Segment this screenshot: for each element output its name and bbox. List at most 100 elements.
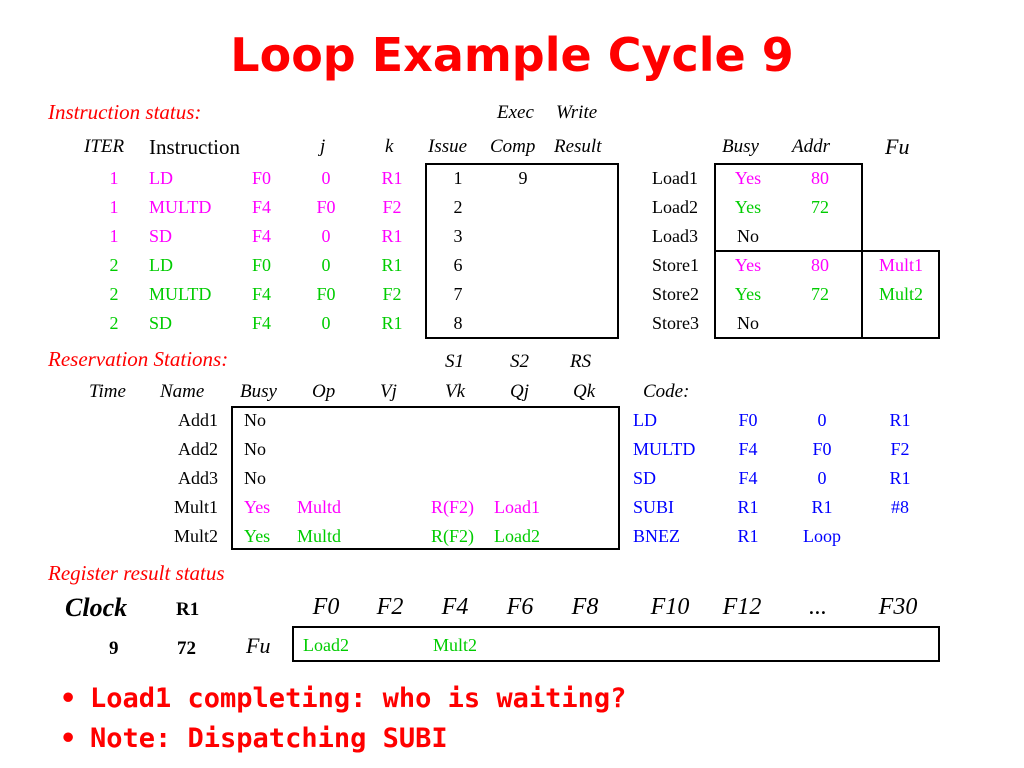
issue-cell: 2 — [453, 197, 463, 217]
rs-vk: R(F2) — [431, 497, 475, 517]
k-cell: F2 — [382, 197, 402, 217]
rs-op: Multd — [297, 497, 342, 517]
code-arg1: F0 — [738, 410, 758, 430]
bullet-item: •Load1 completing: who is waiting? — [60, 683, 627, 714]
code-arg2: Loop — [803, 526, 841, 546]
buffer-addr: 80 — [811, 255, 829, 275]
register-status-box — [292, 626, 940, 662]
rs-busy: Yes — [244, 526, 271, 546]
header-vj: Vj — [380, 381, 397, 402]
clock-value: 9 — [109, 638, 119, 659]
register-value: Load2 — [303, 635, 349, 655]
issue-cell: 6 — [453, 255, 463, 275]
dest-cell: F0 — [252, 168, 272, 188]
buffer-name: Load3 — [652, 226, 698, 246]
comp-cell: 9 — [518, 168, 528, 188]
j-cell: 0 — [321, 226, 331, 246]
dest-cell: F4 — [252, 226, 272, 246]
code-arg2: 0 — [817, 410, 827, 430]
op-cell: SD — [149, 226, 173, 246]
register-value: Mult2 — [432, 635, 477, 655]
j-cell: F0 — [316, 197, 336, 217]
buffer-busy: No — [737, 226, 759, 246]
rs-busy: No — [244, 410, 266, 430]
code-arg3: #8 — [891, 497, 909, 517]
rs-qj: Load2 — [494, 526, 540, 546]
rs-busy: No — [244, 439, 266, 459]
register-header: F6 — [506, 594, 534, 620]
buffer-fu: Mult2 — [878, 284, 923, 304]
dest-cell: F4 — [252, 284, 272, 304]
iter-cell: 1 — [109, 197, 119, 217]
issue-cell: 1 — [453, 168, 463, 188]
header-time: Time — [89, 381, 126, 402]
j-cell: F0 — [316, 284, 336, 304]
rs-busy: Yes — [244, 497, 271, 517]
iter-cell: 1 — [109, 226, 119, 246]
rs-name: Add1 — [178, 410, 218, 430]
clock-label: Clock — [65, 593, 128, 622]
r1-value: 72 — [177, 638, 196, 659]
buffer-name: Load2 — [652, 197, 698, 217]
j-cell: 0 — [321, 168, 331, 188]
rs-busy: No — [244, 468, 266, 488]
iter-cell: 2 — [109, 313, 119, 333]
rs-name: Add3 — [178, 468, 218, 488]
header-s1: S1 — [445, 351, 464, 372]
header-vk: Vk — [445, 381, 466, 402]
code-arg2: 0 — [817, 468, 827, 488]
buffer-busy: Yes — [734, 255, 762, 275]
j-cell: 0 — [321, 313, 331, 333]
header-rs: RS — [570, 351, 592, 372]
code-arg3: R1 — [889, 468, 911, 488]
register-header: F30 — [878, 594, 918, 620]
code-op: BNEZ — [633, 526, 680, 546]
code-arg2: F0 — [812, 439, 832, 459]
instruction-status-box — [425, 163, 619, 339]
buffer-addr: 72 — [811, 197, 829, 217]
buffer-name: Store2 — [652, 284, 699, 304]
buffer-busy: Yes — [734, 284, 762, 304]
op-cell: MULTD — [149, 197, 212, 217]
r1-label: R1 — [176, 599, 200, 620]
rs-name: Mult1 — [173, 497, 218, 517]
rs-name: Mult2 — [173, 526, 218, 546]
iter-cell: 2 — [109, 284, 119, 304]
bullet-text: Note: Dispatching SUBI — [90, 723, 448, 754]
header-k: k — [385, 136, 394, 157]
write-label: Write — [556, 102, 598, 123]
buffer-name: Load1 — [652, 168, 698, 188]
k-cell: R1 — [381, 226, 403, 246]
op-cell: LD — [149, 255, 173, 275]
register-header: F10 — [650, 594, 690, 620]
buffer-name: Store3 — [652, 313, 699, 333]
store-fu-box — [714, 250, 940, 339]
register-status-label: Register result status — [48, 561, 225, 585]
buffer-busy: Yes — [734, 168, 762, 188]
bullet-text: Load1 completing: who is waiting? — [90, 683, 627, 714]
code-arg3: R1 — [889, 410, 911, 430]
header-iter: ITER — [84, 136, 125, 157]
buffer-busy: Yes — [734, 197, 762, 217]
dest-cell: F4 — [252, 197, 272, 217]
k-cell: R1 — [381, 168, 403, 188]
buffer-addr: 72 — [811, 284, 829, 304]
rs-name: Add2 — [178, 439, 218, 459]
header-qk: Qk — [573, 381, 596, 402]
header-fu: Fu — [885, 134, 910, 159]
issue-cell: 3 — [453, 226, 463, 246]
issue-cell: 7 — [453, 284, 463, 304]
exec-label: Exec — [497, 102, 534, 123]
buffer-fu: Mult1 — [878, 255, 923, 275]
header-comp: Comp — [490, 136, 536, 157]
header-j: j — [320, 136, 326, 157]
register-header: F2 — [376, 594, 404, 620]
code-op: SD — [633, 468, 657, 488]
header-busy: Busy — [722, 136, 759, 157]
buffer-addr: 80 — [811, 168, 829, 188]
k-cell: R1 — [381, 255, 403, 275]
code-arg1: F4 — [738, 439, 758, 459]
iter-cell: 2 — [109, 255, 119, 275]
k-cell: R1 — [381, 313, 403, 333]
code-arg1: F4 — [738, 468, 758, 488]
